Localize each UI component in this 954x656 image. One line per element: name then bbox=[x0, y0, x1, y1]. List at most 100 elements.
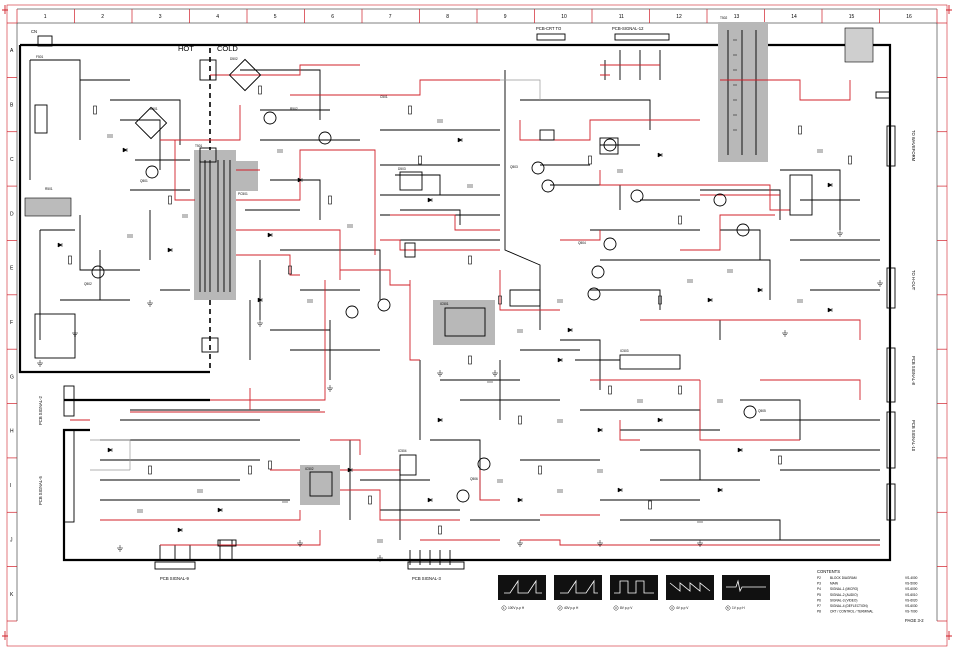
regulator-ic-block bbox=[300, 465, 340, 505]
capacitor bbox=[617, 169, 623, 173]
contents-desc: SIGNAL-4 (DEFLECTION) bbox=[830, 604, 868, 608]
waveform-panel: 100V p-p H1 bbox=[498, 575, 546, 611]
ground-symbol bbox=[377, 555, 383, 562]
label-d2: D502 bbox=[230, 57, 238, 61]
top-connectors bbox=[536, 33, 670, 41]
capacitor bbox=[557, 489, 563, 493]
connector-label-bottom-left: PCB SIGNAL-9 bbox=[160, 576, 190, 581]
ground-symbol bbox=[837, 230, 843, 237]
waveform-caption: 100V p-p H bbox=[508, 606, 525, 610]
red-wiring bbox=[70, 64, 880, 546]
capacitor bbox=[182, 214, 188, 218]
capacitor bbox=[727, 269, 733, 273]
power-transformer-block bbox=[194, 150, 236, 300]
capacitor bbox=[437, 119, 443, 123]
waveform-panel: 8V p-p V3 bbox=[610, 575, 658, 611]
row-label: C bbox=[10, 157, 14, 163]
resistor bbox=[68, 255, 72, 265]
fbt-block bbox=[718, 22, 768, 162]
waveform-number-circle bbox=[725, 605, 731, 611]
label-ic2: IC502 bbox=[305, 467, 314, 471]
diode bbox=[597, 427, 603, 433]
diode bbox=[657, 152, 663, 158]
label-ic3: IC503 bbox=[620, 349, 629, 353]
row-label: A bbox=[10, 48, 14, 54]
resistor bbox=[678, 215, 682, 225]
contents-code: VS-7000 bbox=[905, 610, 918, 614]
resistor bbox=[368, 495, 372, 505]
diode bbox=[297, 177, 303, 183]
waveform-trace bbox=[614, 580, 654, 594]
capacitor bbox=[637, 399, 643, 403]
resistor bbox=[498, 295, 502, 305]
waveform-number: 5 bbox=[727, 606, 729, 610]
column-label: 16 bbox=[906, 14, 912, 20]
resistor bbox=[468, 255, 472, 265]
capacitor bbox=[347, 224, 353, 228]
connector-label-top-mid: PCB-CRT TO bbox=[536, 26, 562, 31]
diode bbox=[57, 242, 63, 248]
contents-code: VS-5000 bbox=[905, 582, 918, 586]
capacitor bbox=[487, 379, 493, 383]
capacitor bbox=[557, 299, 563, 303]
diode bbox=[122, 147, 128, 153]
diode bbox=[717, 487, 723, 493]
contents-ref: P2 bbox=[817, 576, 821, 580]
diode bbox=[567, 327, 573, 333]
diode bbox=[737, 447, 743, 453]
row-label: F bbox=[10, 320, 13, 326]
capacitor bbox=[307, 299, 313, 303]
waveform-panel: 40V p-p H2 bbox=[554, 575, 602, 611]
scope-screen bbox=[722, 575, 770, 600]
ground-symbol bbox=[517, 540, 523, 547]
label-r2: R502 bbox=[290, 107, 298, 111]
connector-label-right-1: TO WAVEFORM bbox=[911, 130, 916, 162]
diode bbox=[617, 487, 623, 493]
label-d3: D503 bbox=[398, 167, 406, 171]
label-c1: C501 bbox=[380, 95, 388, 99]
corner-marks bbox=[2, 5, 952, 640]
connector-label-left-g: PCB SIGNAL-2 bbox=[38, 395, 43, 425]
waveform-number-circle bbox=[613, 605, 619, 611]
label-q4: Q504 bbox=[578, 241, 586, 245]
resistor bbox=[408, 105, 412, 115]
label-t1: T501 bbox=[195, 144, 202, 148]
black-wiring bbox=[29, 50, 880, 565]
capacitor bbox=[697, 519, 703, 523]
resistor bbox=[678, 385, 682, 395]
contents-title: CONTENTS bbox=[817, 569, 840, 574]
diode bbox=[657, 417, 663, 423]
waveform-trace bbox=[560, 579, 598, 594]
waveform-caption: 4V p-p V bbox=[676, 606, 689, 610]
ground-symbol bbox=[72, 330, 78, 337]
row-label: E bbox=[10, 266, 14, 272]
left-connectors bbox=[63, 385, 75, 523]
capacitor bbox=[717, 399, 723, 403]
page-ref: PAGE 3-2 bbox=[905, 618, 924, 623]
waveform-trace bbox=[726, 579, 766, 593]
contents-code: VS-6020 bbox=[905, 598, 918, 602]
ground-symbol bbox=[257, 320, 263, 327]
label-f1: F501 bbox=[36, 55, 43, 59]
ground-symbol bbox=[327, 385, 333, 392]
capacitor bbox=[277, 149, 283, 153]
contents-code: VS-6030 bbox=[905, 604, 918, 608]
label-t2: T502 bbox=[720, 16, 727, 20]
resistor bbox=[658, 295, 662, 305]
column-label: 6 bbox=[331, 14, 334, 20]
ground-symbol bbox=[697, 540, 703, 547]
contents-ref: P3 bbox=[817, 582, 821, 586]
label-q3: Q503 bbox=[510, 165, 518, 169]
diode bbox=[427, 497, 433, 503]
contents-code: VS-6010 bbox=[905, 593, 918, 597]
capacitor bbox=[817, 149, 823, 153]
resistor bbox=[248, 465, 252, 475]
resistor bbox=[538, 465, 542, 475]
resistor bbox=[848, 155, 852, 165]
connector-label-right-3: PCB SIGNAL-8 bbox=[911, 356, 916, 386]
diode bbox=[177, 527, 183, 533]
capacitor bbox=[107, 134, 113, 138]
connector-label-right-2: TO H-OUT bbox=[911, 270, 916, 291]
